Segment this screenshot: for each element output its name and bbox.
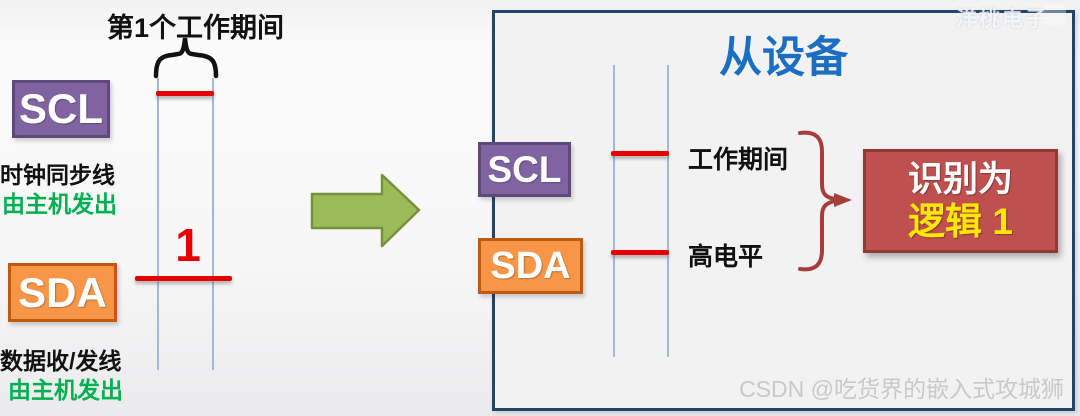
scl-badge-left: SCL [12, 80, 110, 138]
period-label: 第1个工作期间 [106, 13, 285, 43]
brace-icon [798, 130, 852, 272]
result-line2: 逻辑 1 [908, 200, 1013, 242]
csdn-watermark: CSDN @吃货界的嵌入式攻城狮 [739, 376, 1064, 402]
top-brace-icon [153, 37, 219, 79]
scl-source-label: 由主机发出 [2, 191, 117, 217]
sda-high-level-line-left [135, 276, 232, 281]
slave-panel-title: 从设备 [719, 34, 848, 82]
panel-guide-line-start [613, 65, 615, 357]
panel-guide-line-end [667, 65, 669, 357]
left-guide-line-start [157, 78, 159, 370]
scl-annotation: 工作期间 [688, 146, 789, 174]
result-line1: 识别为 [907, 159, 1013, 199]
sda-description: 数据收/发线 [0, 348, 122, 374]
sda-source-label: 由主机发出 [8, 377, 123, 403]
left-guide-line-end [212, 78, 214, 370]
scl-description: 时钟同步线 [0, 162, 115, 188]
right-arrow-icon [310, 173, 421, 248]
scl-badge-panel: SCL [478, 142, 571, 197]
bit-value: 1 [175, 219, 201, 271]
slave-device-panel: 从设备 工作期间 高电平 识别为 逻辑 1 CSDN @吃货界的嵌入式攻城狮 [492, 10, 1075, 411]
sda-badge-panel: SDA [478, 238, 583, 294]
result-box: 识别为 逻辑 1 [863, 149, 1058, 253]
sda-high-level-line-panel [611, 250, 669, 255]
brand-watermark: 洋桃电子 [956, 8, 1048, 31]
brand-logo-mark [1040, 5, 1066, 25]
scl-high-level-line-left [156, 91, 214, 96]
scl-high-level-line-panel [611, 151, 669, 156]
sda-badge-left: SDA [8, 263, 117, 322]
sda-annotation: 高电平 [688, 243, 764, 271]
